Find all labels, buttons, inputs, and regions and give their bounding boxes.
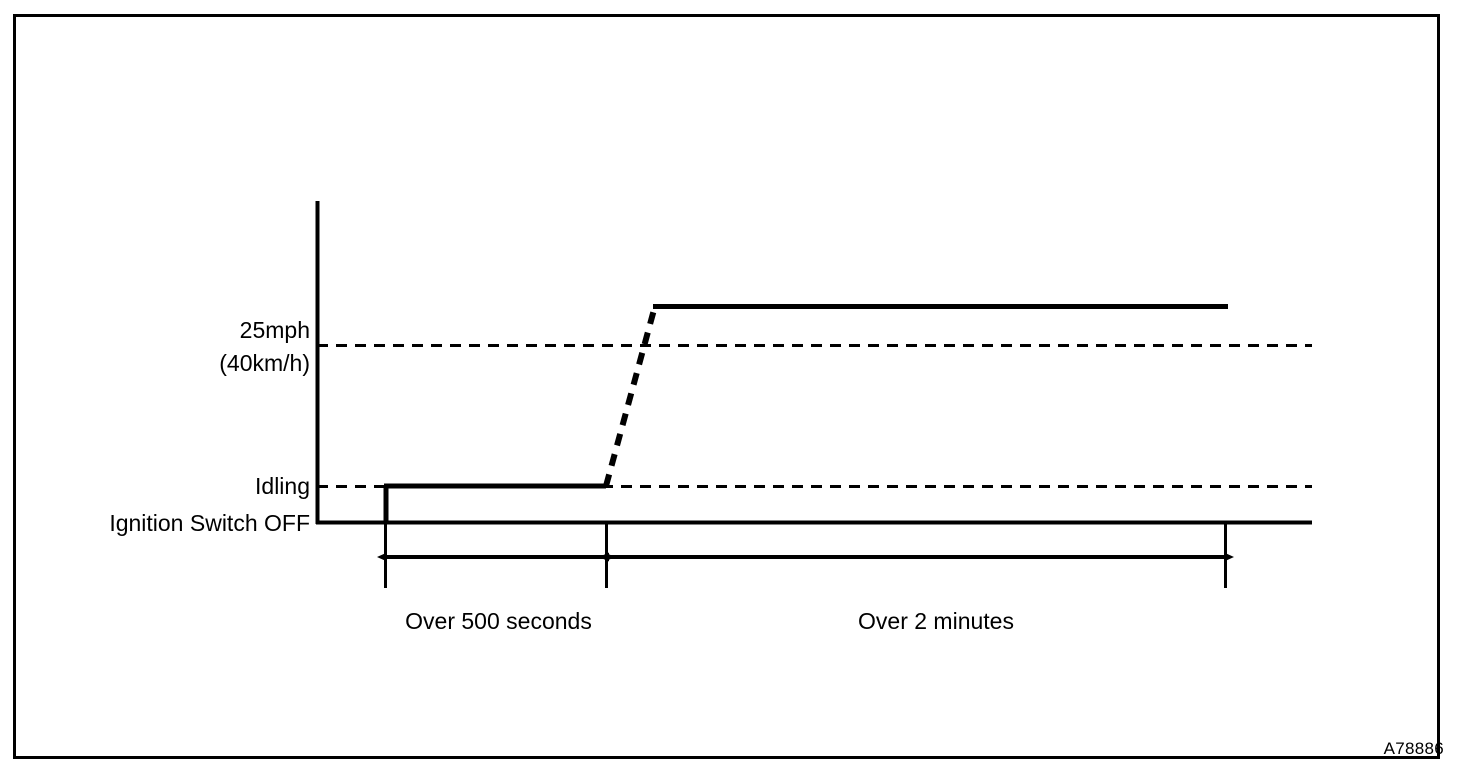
duration-label-phase-1: Over 500 seconds <box>405 608 592 634</box>
y-label-speed-kmh: (40km/h) <box>219 350 310 376</box>
y-label-speed-mph: 25mph <box>239 317 310 343</box>
figure-reference-code: A78886 <box>1383 739 1444 758</box>
figure-border <box>13 14 1440 759</box>
y-label-idling: Idling <box>255 473 310 499</box>
y-label-ignition-switch-off: Ignition Switch OFF <box>109 510 310 536</box>
duration-label-phase-2: Over 2 minutes <box>858 608 1014 634</box>
waveform-acceleration-ramp <box>603 305 658 487</box>
